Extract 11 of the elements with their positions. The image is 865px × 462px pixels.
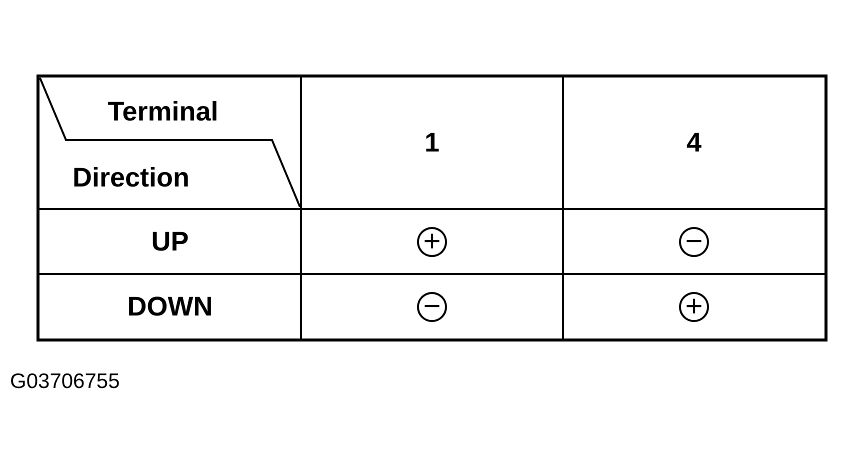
table-cell-text: 4 — [686, 128, 702, 158]
figure-code: G03706755 — [10, 370, 120, 394]
polarity-sign: − — [417, 292, 447, 322]
polarity-sign: + — [417, 227, 447, 257]
polarity-sign: − — [679, 227, 709, 257]
table-header-text: Terminal — [108, 96, 218, 128]
table-cell-text: UP — [151, 226, 189, 258]
table-cell-text: 1 — [424, 128, 440, 158]
table-cell-text: DOWN — [127, 292, 213, 322]
polarity-sign: + — [679, 292, 709, 322]
table-header-text: Direction — [72, 162, 190, 194]
